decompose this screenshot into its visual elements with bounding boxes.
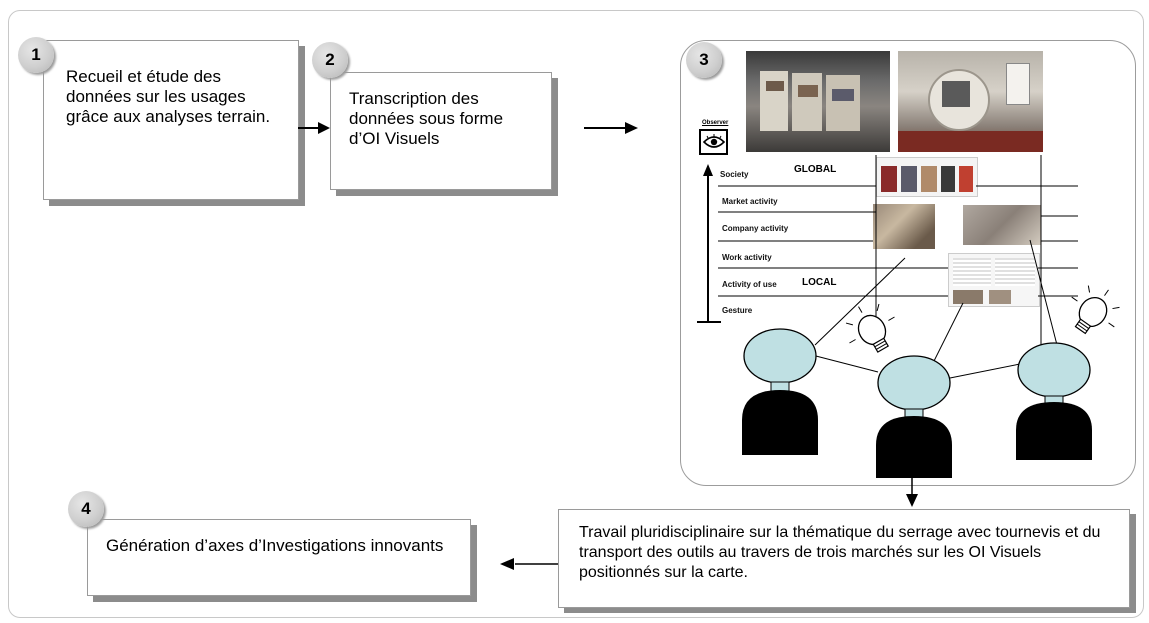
person-icon — [1016, 342, 1092, 460]
diagram-frame — [8, 10, 1144, 618]
step-1-badge: 1 — [18, 37, 54, 73]
level-society: Society — [720, 170, 749, 179]
local-label: LOCAL — [802, 277, 837, 288]
room-photo-left — [746, 51, 890, 152]
collaboration-text: Travail pluridisciplinaire sur la thémat… — [579, 524, 1101, 581]
observer-label: Observer — [702, 120, 729, 126]
level-company-activity: Company activity — [722, 224, 789, 233]
step-2-number: 2 — [325, 50, 335, 69]
level-gesture: Gesture — [722, 306, 753, 315]
step-4-number: 4 — [81, 499, 91, 518]
step-1-box: Recueil et étude des données sur les usa… — [43, 40, 299, 200]
level-market-activity: Market activity — [722, 197, 778, 206]
step-4-badge: 4 — [68, 491, 104, 527]
step-1-text: Recueil et étude des données sur les usa… — [66, 67, 271, 126]
oi-visual-company-2 — [963, 205, 1041, 245]
oi-visual-company — [873, 204, 935, 249]
step-2-text: Transcription des données sous forme d’O… — [349, 89, 504, 148]
eye-icon — [699, 129, 728, 155]
collaboration-box: Travail pluridisciplinaire sur la thémat… — [558, 509, 1130, 608]
step-1-number: 1 — [31, 45, 41, 64]
person-icon — [876, 355, 952, 478]
level-activity-of-use: Activity of use — [722, 280, 777, 289]
level-work-activity: Work activity — [722, 253, 772, 262]
step-2-box: Transcription des données sous forme d’O… — [330, 72, 552, 190]
step-2-badge: 2 — [312, 42, 348, 78]
global-label: GLOBAL — [794, 164, 837, 175]
lightbulb-icon — [1071, 285, 1120, 335]
step-4-box: Génération d’axes d’Investigations innov… — [87, 519, 471, 596]
step-3-badge: 3 — [686, 42, 722, 78]
room-photo-right — [898, 51, 1043, 152]
person-icon — [742, 328, 818, 455]
step-3-number: 3 — [699, 50, 709, 69]
step-4-text: Génération d’axes d’Investigations innov… — [106, 536, 444, 555]
lightbulb-icon — [845, 303, 895, 353]
oi-visual-society — [876, 157, 978, 197]
oi-visual-work — [948, 253, 1040, 307]
